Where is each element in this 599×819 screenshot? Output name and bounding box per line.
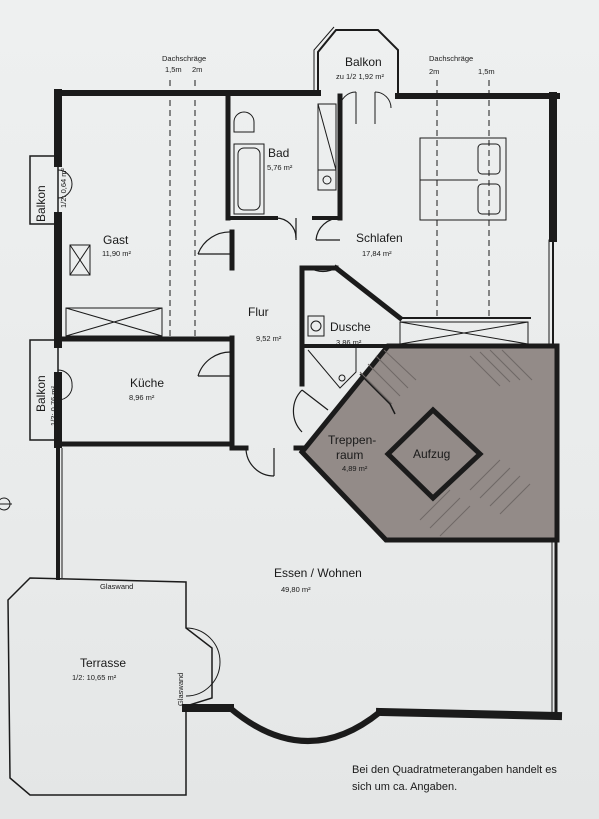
dusche-area: 3,86 m² [336,338,362,347]
balkon-left-bottom-label: Balkon [34,375,48,412]
bathroom-fixtures [233,103,337,215]
dachschraege-left-b: 2m [192,65,202,74]
terrasse-area: 1/2: 10,65 m² [72,673,117,682]
balkon-top-label: Balkon [345,55,382,69]
glaswand-side-label: Glaswand [176,673,185,706]
treppenraum-area: 4,89 m² [342,464,368,473]
balcony-left-top [29,155,73,225]
aufzug-label: Aufzug [413,447,450,461]
area-footnote: Bei den Quadratmeterangaben handelt es s… [352,762,592,796]
door-swings [197,217,341,477]
dachschraege-right-title: Dachschräge [429,54,473,63]
compass-icon [0,497,12,511]
flur-area: 9,52 m² [256,334,282,343]
footnote-line-1: Bei den Quadratmeterangaben handelt es [352,764,557,776]
wardrobes [65,244,529,345]
schlafen-label: Schlafen [356,231,403,245]
stair-arrow [359,373,396,415]
gast-area: 11,90 m² [102,249,132,258]
treppenraum-label-1: Treppen- [328,433,376,447]
dusche-label: Dusche [330,320,371,334]
footnote-line-2: sich um ca. Angaben. [352,781,458,793]
balkon-left-bottom-area: 1/2: 0,76 m² [49,385,58,426]
elevator-shaft [384,406,484,502]
dachschraege-left-title: Dachschräge [162,54,206,63]
dachschraege-right-b: 1,5m [478,67,495,76]
kueche-label: Küche [130,376,164,390]
walls [54,89,563,721]
roof-slope-lines [169,80,490,336]
flur-label: Flur [248,305,269,319]
bad-area: 5,76 m² [267,163,293,172]
balkon-left-top-area: 1/2: 0,64 m² [59,167,68,208]
terrace [7,577,221,796]
schlafen-area: 17,84 m² [362,249,392,258]
stair-steps [359,349,533,537]
bad-label: Bad [268,146,289,160]
kueche-area: 8,96 m² [129,393,155,402]
gast-label: Gast [103,233,129,247]
essen-label: Essen / Wohnen [274,566,362,580]
terrasse-label: Terrasse [80,656,126,670]
balcony-left-bottom [29,339,73,441]
balkon-left-top-label: Balkon [34,185,48,222]
bay-window [228,705,382,744]
shower-fixtures [307,315,357,389]
bed [419,137,507,221]
balkon-top-area: zu 1/2 1,92 m² [336,72,384,81]
glaswand-top-label: Glaswand [100,582,133,591]
dachschraege-left-a: 1,5m [165,65,182,74]
dachschraege-right-a: 2m [429,67,439,76]
essen-area: 49,80 m² [281,585,311,594]
treppenraum-label-2: raum [336,448,363,462]
balcony-top [313,26,399,124]
